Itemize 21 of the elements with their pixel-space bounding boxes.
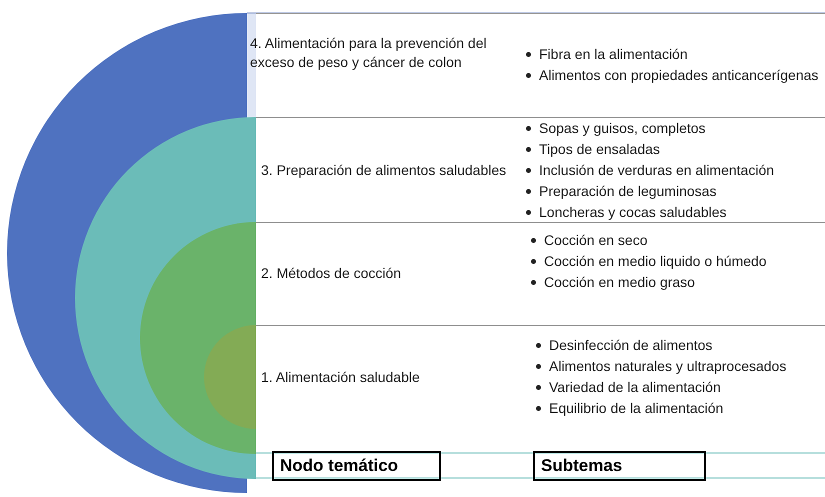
bullet-item: Equilibrio de la alimentación bbox=[549, 400, 724, 416]
topic-title: 2. Métodos de cocción bbox=[261, 264, 402, 283]
topic-title: 4. Alimentación para la prevención del exceso de peso y cáncer de colon bbox=[250, 34, 488, 72]
bullet-item: Inclusión de verduras en alimentación bbox=[539, 162, 774, 178]
bullet-item: Variedad de la alimentación bbox=[549, 379, 721, 395]
bullet-item: Tipos de ensaladas bbox=[539, 141, 660, 157]
bullet-item: Sopas y guisos, completos bbox=[539, 120, 706, 136]
bullet-item: Fibra en la alimentación bbox=[539, 46, 688, 62]
bullet-item: Loncheras y cocas saludables bbox=[539, 204, 727, 220]
bullet-item: Cocción en medio liquido o húmedo bbox=[544, 253, 767, 269]
bullet-item: Preparación de leguminosas bbox=[539, 183, 716, 199]
bullet-item: Alimentos naturales y ultraprocesados bbox=[549, 358, 786, 374]
bullet-item: Cocción en medio graso bbox=[544, 274, 695, 290]
bullet-item: Alimentos con propiedades anticancerígenas bbox=[539, 67, 818, 83]
column-header: Nodo temático bbox=[272, 451, 441, 481]
topic-row bbox=[256, 117, 825, 223]
bullet-item: Desinfección de alimentos bbox=[549, 337, 712, 353]
topic-title: 1. Alimentación saludable bbox=[261, 368, 421, 387]
topic-title: 3. Preparación de alimentos saludables bbox=[261, 161, 508, 180]
column-header: Subtemas bbox=[533, 451, 706, 481]
bullet-item: Cocción en seco bbox=[544, 232, 648, 248]
